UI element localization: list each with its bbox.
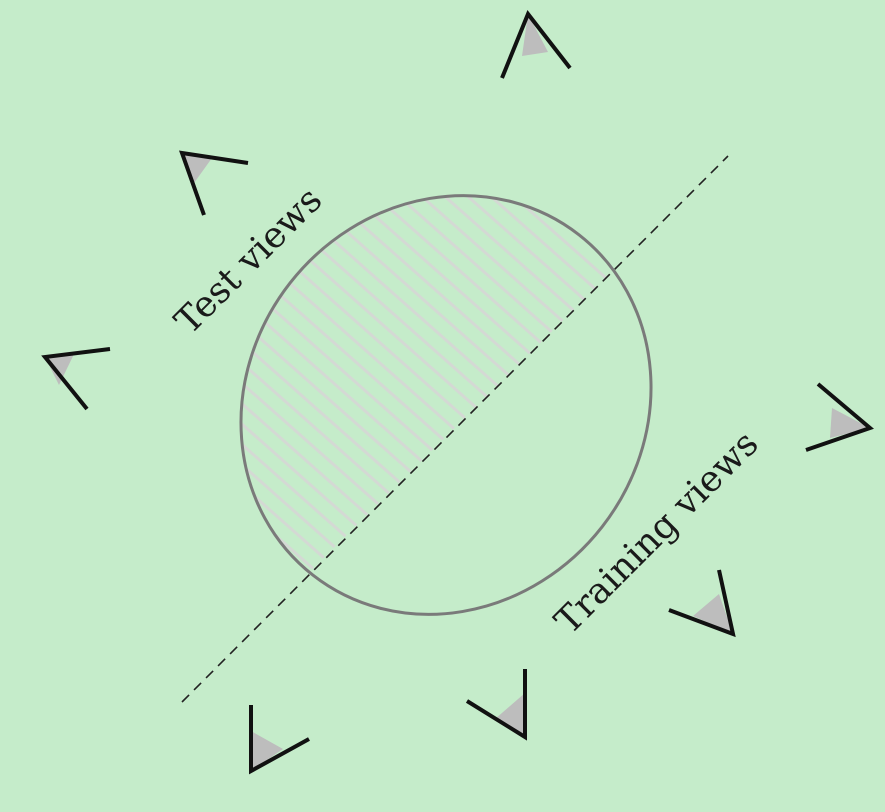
hatch-line: [404, 140, 736, 698]
object-ellipse: [239, 194, 653, 616]
split-line: [181, 155, 729, 703]
hatch-line: [156, 140, 324, 698]
hatch-line: [156, 140, 439, 698]
training-cameras: [249, 382, 874, 775]
camera-icon: [465, 669, 527, 741]
hatch-line: [156, 140, 715, 698]
hatch-line: [358, 140, 736, 698]
camera-icon: [668, 569, 736, 638]
camera-icon: [178, 150, 249, 216]
hatch-line: [796, 100, 885, 720]
hatched-region: [156, 100, 885, 720]
hatch-line: [335, 140, 736, 698]
camera-icon: [249, 705, 310, 775]
hatch-line: [156, 140, 531, 698]
hatch-line: [156, 140, 646, 698]
hatch-line: [312, 140, 736, 698]
hatch-line: [156, 140, 416, 698]
hatch-line: [773, 100, 885, 720]
hatch-line: [750, 100, 885, 720]
hatch-line: [865, 100, 885, 720]
hatch-line: [156, 140, 554, 698]
hatch-line: [156, 140, 736, 698]
hatch-line: [174, 140, 736, 698]
hatch-line: [427, 140, 736, 698]
camera-icon: [805, 382, 874, 452]
hatch-line: [156, 140, 736, 698]
hatch-line: [450, 140, 736, 698]
hatch-line: [156, 140, 736, 698]
hatch-line: [611, 140, 736, 698]
hatch-line: [588, 140, 736, 698]
camera-icon: [500, 10, 572, 79]
camera-icon: [41, 347, 111, 411]
training-views-label: Training views: [547, 423, 766, 642]
hatch-line: [156, 140, 462, 698]
hatch-line: [220, 140, 736, 698]
test-cameras: [41, 10, 572, 411]
hatch-line: [156, 140, 736, 698]
hatch-line: [726, 140, 736, 698]
hatch-line: [819, 100, 885, 720]
hatch-line: [473, 140, 736, 698]
hatch-line: [156, 140, 301, 698]
